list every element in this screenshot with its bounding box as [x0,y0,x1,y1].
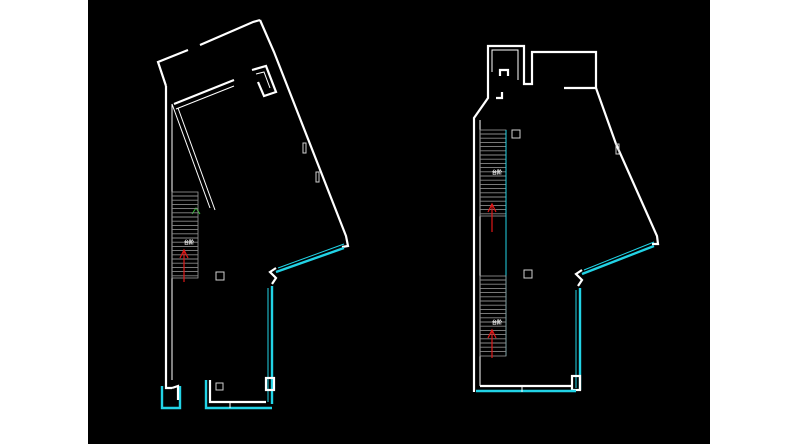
interior-beam-bottom [175,85,235,110]
stair-label: 台阶 [492,319,503,326]
wall-right-slanted [594,87,660,246]
stair-label: 台阶 [492,169,503,176]
wall-top-rooms [486,44,598,90]
green-mark [191,207,201,215]
wall-left [472,76,490,392]
wall-left [164,86,172,390]
window-slanted [275,246,345,274]
window-slanted-inner [277,243,345,269]
wall-small-room-inner [255,71,271,89]
window-bottom-right [204,380,272,410]
window-slanted [581,244,655,276]
floor-plan-right: 台阶 台阶 [472,44,660,393]
stair-label: 台阶 [184,239,195,246]
column [523,269,533,279]
diagonal-wall-a [171,103,211,209]
diagonal-wall-b [177,107,216,211]
window-slanted-inner [583,241,655,271]
stair-right-lower: 台阶 [479,275,507,358]
column-corner [264,376,276,392]
column [511,129,521,139]
wall-bottom-right-inner [208,380,266,404]
interior-beam-top [173,78,235,106]
wall-entry-notch [268,267,278,285]
stair-arrow-head [487,202,497,213]
cad-drawing-canvas: 台阶 [88,0,710,444]
wall-column [302,142,307,154]
wall-entry-notch [574,269,584,287]
floor-plans-svg: 台阶 [156,18,660,410]
wall-column [315,171,320,183]
wall-top-room-door [496,92,504,100]
stair-left: 台阶 [171,191,199,282]
wall-small-room [251,64,278,98]
column [215,382,224,391]
stair-arrow-head [179,248,189,259]
window-bottom-left [160,386,182,410]
stair-arrow-head [487,328,497,339]
stair-right-upper: 台阶 [479,129,507,232]
wall-top-left [156,48,189,87]
floor-plan-left: 台阶 [156,18,350,410]
wall-top-rooms-inner [491,49,519,80]
column [215,271,225,281]
wall-top-room-nook [498,68,510,76]
wall-column [615,143,620,155]
wall-bottom-left [171,384,180,400]
wall-top-mid [199,18,261,47]
wall-right-slanted [258,19,350,249]
